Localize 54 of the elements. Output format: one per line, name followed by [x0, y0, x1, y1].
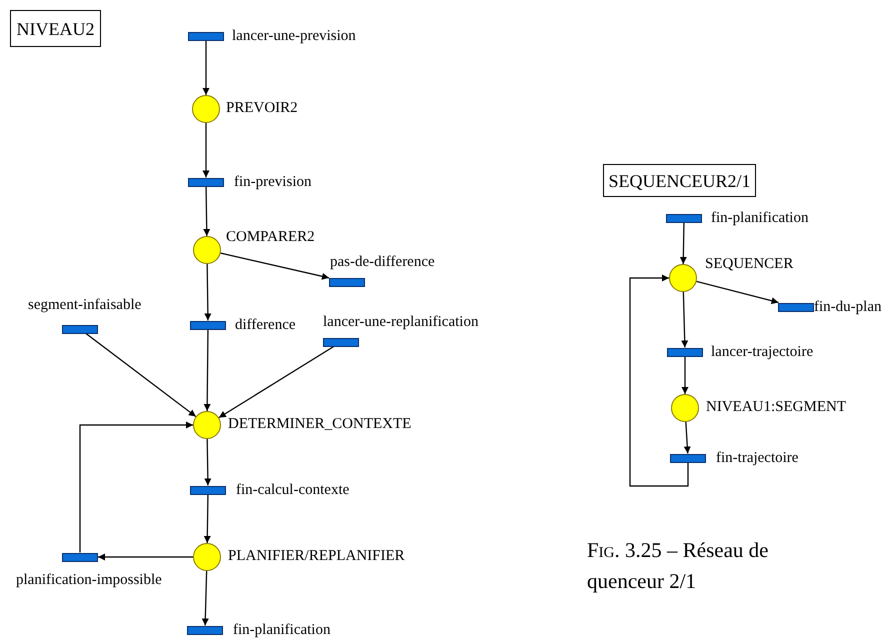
- arrow: [681, 292, 688, 348]
- transition-bar: [329, 278, 365, 286]
- arrow: [684, 422, 691, 454]
- node-label: PREVOIR2: [226, 99, 298, 117]
- arrow: [682, 356, 688, 394]
- transition-bar: [188, 32, 224, 40]
- figure-caption: Fig. 3.25 – Réseau de quenceur 2/1: [587, 537, 770, 595]
- arrow: [86, 333, 196, 418]
- node-label: segment-infaisable: [28, 296, 142, 314]
- node-label: difference: [235, 316, 296, 334]
- transition-bar: [778, 302, 814, 312]
- arrow: [204, 438, 212, 486]
- arrow: [202, 570, 209, 626]
- transition-bar: [670, 454, 706, 462]
- node-label: SEQUENCER: [705, 255, 794, 273]
- node-label: lancer-une-replanification: [323, 313, 478, 331]
- transition-bar: [62, 324, 98, 334]
- node-label: planification-impossible: [16, 571, 162, 589]
- arrow: [203, 186, 210, 236]
- arrow: [696, 280, 779, 304]
- transition-bar: [62, 552, 98, 562]
- arrow: [629, 274, 689, 487]
- title-box: SEQUENCEUR2/1: [603, 164, 756, 197]
- node-label: PLANIFIER/REPLANIFIER: [228, 547, 405, 565]
- arrow: [204, 494, 211, 543]
- arrow: [202, 123, 210, 178]
- arrow: [204, 330, 211, 411]
- transition-bar: [666, 214, 702, 222]
- node-label: lancer-une-prevision: [232, 27, 356, 45]
- arrow: [220, 252, 330, 280]
- title-box: NIVEAU2: [10, 10, 101, 47]
- node-label: fin-prevision: [234, 173, 312, 191]
- node-label: fin-planification: [233, 621, 330, 639]
- node-label: NIVEAU1:SEGMENT: [706, 398, 846, 416]
- arrow: [202, 40, 210, 95]
- transition-bar: [188, 178, 224, 186]
- node-label: lancer-trajectoire: [711, 343, 814, 361]
- transition-bar: [190, 320, 226, 330]
- arrow: [680, 222, 687, 264]
- node-label: COMPARER2: [226, 228, 315, 246]
- transition-bar: [323, 338, 359, 346]
- transition-bar: [667, 348, 703, 356]
- arrow: [79, 422, 193, 552]
- node-label: fin-trajectoire: [716, 449, 798, 467]
- node-label: DETERMINER_CONTEXTE: [228, 415, 412, 433]
- arrow: [204, 264, 212, 320]
- transition-bar: [187, 626, 223, 634]
- transition-bar: [190, 486, 226, 494]
- arrow: [98, 554, 193, 560]
- node-label: pas-de-difference: [330, 253, 435, 271]
- node-label: fin-calcul-contexte: [236, 481, 350, 499]
- node-label: fin-du-plan: [814, 298, 882, 316]
- node-label: fin-planification: [711, 209, 808, 227]
- arrow: [218, 346, 334, 418]
